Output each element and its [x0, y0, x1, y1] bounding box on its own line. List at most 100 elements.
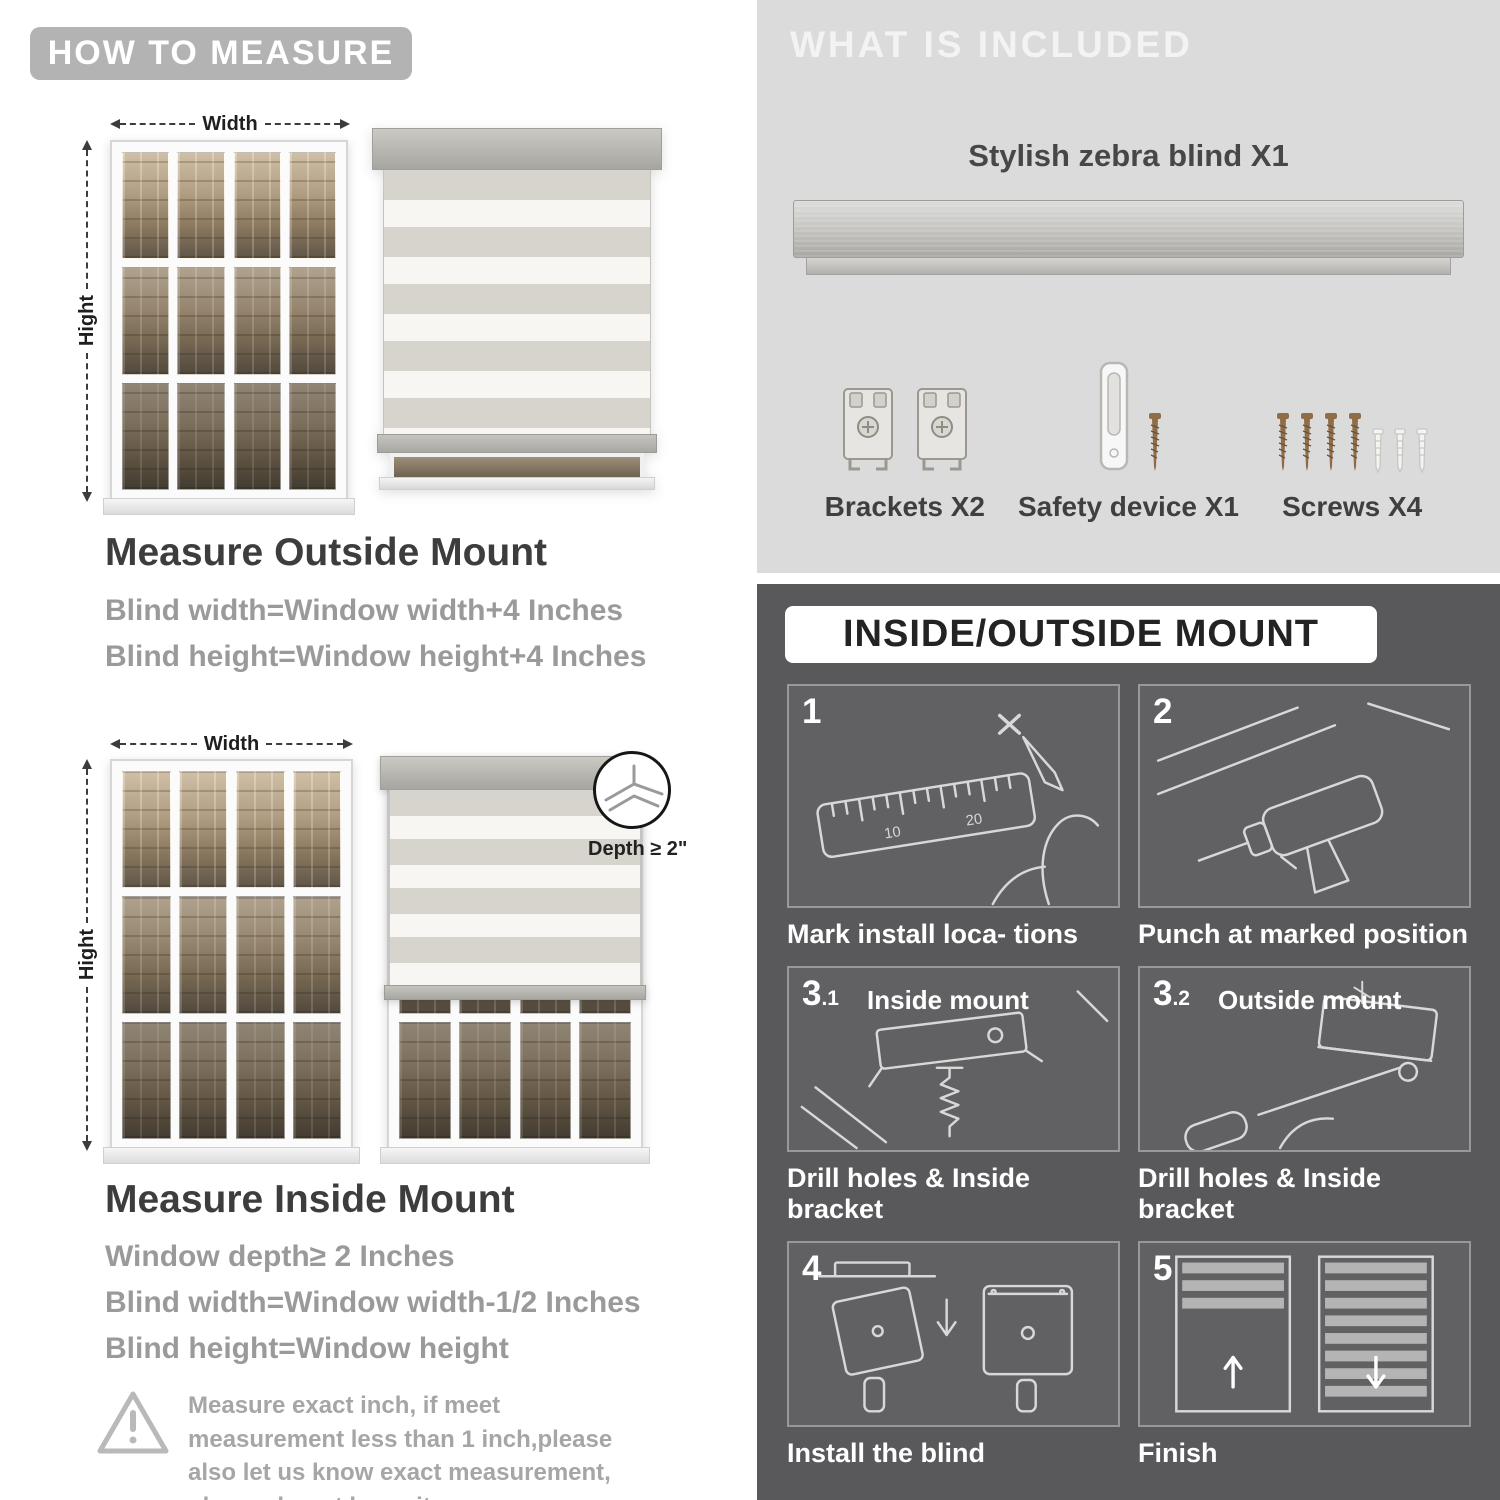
- window-pane: [288, 152, 336, 260]
- window-pane: [579, 1021, 631, 1139]
- svg-text:20: 20: [965, 811, 984, 829]
- included-item-safety-device: Safety device X1: [1017, 318, 1241, 523]
- mount-header-badge: INSIDE/OUTSIDE MOUNT: [785, 606, 1377, 663]
- blind-striped-body: [389, 790, 641, 985]
- width-arrow-inside: Width: [110, 732, 354, 755]
- step-caption: Mark install loca- tions: [787, 919, 1079, 949]
- window-illustration-inside: [103, 759, 360, 1164]
- screws-label: Screws X4: [1282, 491, 1423, 522]
- window-pane: [122, 1021, 171, 1139]
- step-number: 2: [1153, 692, 1173, 731]
- outside-mount-title: Measure Outside Mount: [105, 531, 548, 574]
- mark-locations-illustration: 10 20: [816, 713, 1100, 906]
- outside-bracket-illustration: [1184, 980, 1438, 1150]
- window-casement: [236, 771, 341, 1139]
- step-2-panel: 2: [1138, 684, 1471, 908]
- window-pane: [288, 382, 336, 490]
- window-pane: [122, 152, 170, 260]
- arrowhead-left-icon: [110, 119, 120, 129]
- dashed-line: [86, 769, 88, 924]
- inside-mount-line: Window depth≥ 2 Inches: [105, 1240, 455, 1273]
- step-4: 4: [787, 1241, 1120, 1469]
- window-pane: [177, 152, 225, 260]
- arrowhead-down-icon: [82, 492, 92, 502]
- window-peek: [390, 453, 644, 477]
- step-caption: Install the blind: [787, 1438, 986, 1468]
- window-pane: [122, 267, 170, 375]
- step-caption: Drill holes & Inside bracket: [787, 1163, 1031, 1224]
- screw-icon: [1325, 413, 1338, 471]
- bracket-icon: [842, 388, 893, 471]
- window-pane: [236, 1021, 285, 1139]
- screw-icon: [1301, 413, 1314, 471]
- height-arrow-outside: Hight: [76, 140, 98, 502]
- outside-mount-line: Blind height=Window height+4 Inches: [105, 640, 647, 673]
- window-pane: [519, 1021, 572, 1139]
- bracket-icons: [837, 383, 973, 475]
- step-3-1: 3.1 Inside mount: [787, 966, 1120, 1225]
- width-label: Width: [203, 732, 260, 755]
- step-number: 3.1: [802, 974, 839, 1013]
- height-label: Hight: [75, 929, 98, 981]
- warning-triangle-icon: [95, 1388, 171, 1458]
- screw-icon: [1277, 413, 1290, 471]
- included-item-screws: Screws X4: [1240, 318, 1464, 523]
- dashed-line: [86, 986, 88, 1141]
- window-pane: [292, 896, 341, 1014]
- step-3-2-panel: 3.2 Outside mount: [1138, 966, 1471, 1152]
- window-pane: [178, 896, 227, 1014]
- blind-bottom-rail: [384, 985, 646, 1000]
- window-casement: [122, 152, 225, 490]
- svg-text:10: 10: [883, 824, 902, 842]
- arrowhead-left-icon: [110, 739, 120, 749]
- dashed-line: [86, 352, 88, 492]
- step-caption: Drill holes & Inside bracket: [1138, 1163, 1382, 1224]
- window-pane: [178, 1021, 227, 1139]
- step-inner-label: Outside mount: [1218, 985, 1402, 1015]
- window-pane: [233, 267, 281, 375]
- window-pane: [122, 896, 171, 1014]
- blind-bottom-rail: [377, 434, 657, 453]
- brackets-label: Brackets X2: [824, 491, 985, 522]
- depth-detail-circle: [593, 751, 671, 829]
- window-pane: [288, 267, 336, 375]
- arrowhead-up-icon: [82, 140, 92, 150]
- zebra-blind-illustration-outside: [372, 128, 662, 490]
- wall-anchor-icon: [1372, 428, 1384, 474]
- how-to-measure-badge: HOW TO MEASURE: [30, 27, 412, 80]
- arrowhead-right-icon: [340, 119, 351, 129]
- finish-illustration: [1175, 1255, 1434, 1413]
- arrowhead-down-icon: [82, 1141, 92, 1151]
- step-5: 5: [1138, 1241, 1471, 1469]
- window-pane: [236, 896, 285, 1014]
- arrowhead-up-icon: [82, 759, 92, 769]
- headrail-bar: [793, 200, 1464, 258]
- inside-mount-line: Blind width=Window width-1/2 Inches: [105, 1286, 641, 1319]
- window-sill: [379, 477, 655, 490]
- arrowhead-right-icon: [343, 739, 354, 749]
- inside-mount-title: Measure Inside Mount: [105, 1178, 515, 1221]
- blind-striped-body: [383, 170, 651, 434]
- outside-mount-line: Blind width=Window width+4 Inches: [105, 594, 624, 627]
- step-caption: Finish: [1138, 1438, 1218, 1468]
- bracket-icon: [916, 388, 967, 471]
- step-number: 4: [802, 1249, 822, 1288]
- blind-headrail: [372, 128, 662, 170]
- window-pane: [292, 1021, 341, 1139]
- headrail-illustration: [793, 200, 1464, 275]
- window-pane: [233, 152, 281, 260]
- mount-instructions-section: INSIDE/OUTSIDE MOUNT 1 10: [757, 584, 1500, 1500]
- depth-label: Depth ≥ 2": [588, 838, 688, 860]
- width-arrow-outside: Width: [110, 113, 351, 135]
- window-pane: [122, 382, 170, 490]
- window-pane: [178, 771, 227, 889]
- step-number: 3.2: [1153, 974, 1190, 1013]
- step-3-1-panel: 3.1 Inside mount: [787, 966, 1120, 1152]
- dashed-line: [264, 123, 341, 125]
- window-casement: [122, 771, 227, 1139]
- window-illustration-outside: [103, 140, 355, 515]
- step-1-panel: 1 10 20: [787, 684, 1120, 908]
- product-label: Stylish zebra blind X1: [968, 138, 1289, 173]
- drill-illustration: [1156, 702, 1451, 894]
